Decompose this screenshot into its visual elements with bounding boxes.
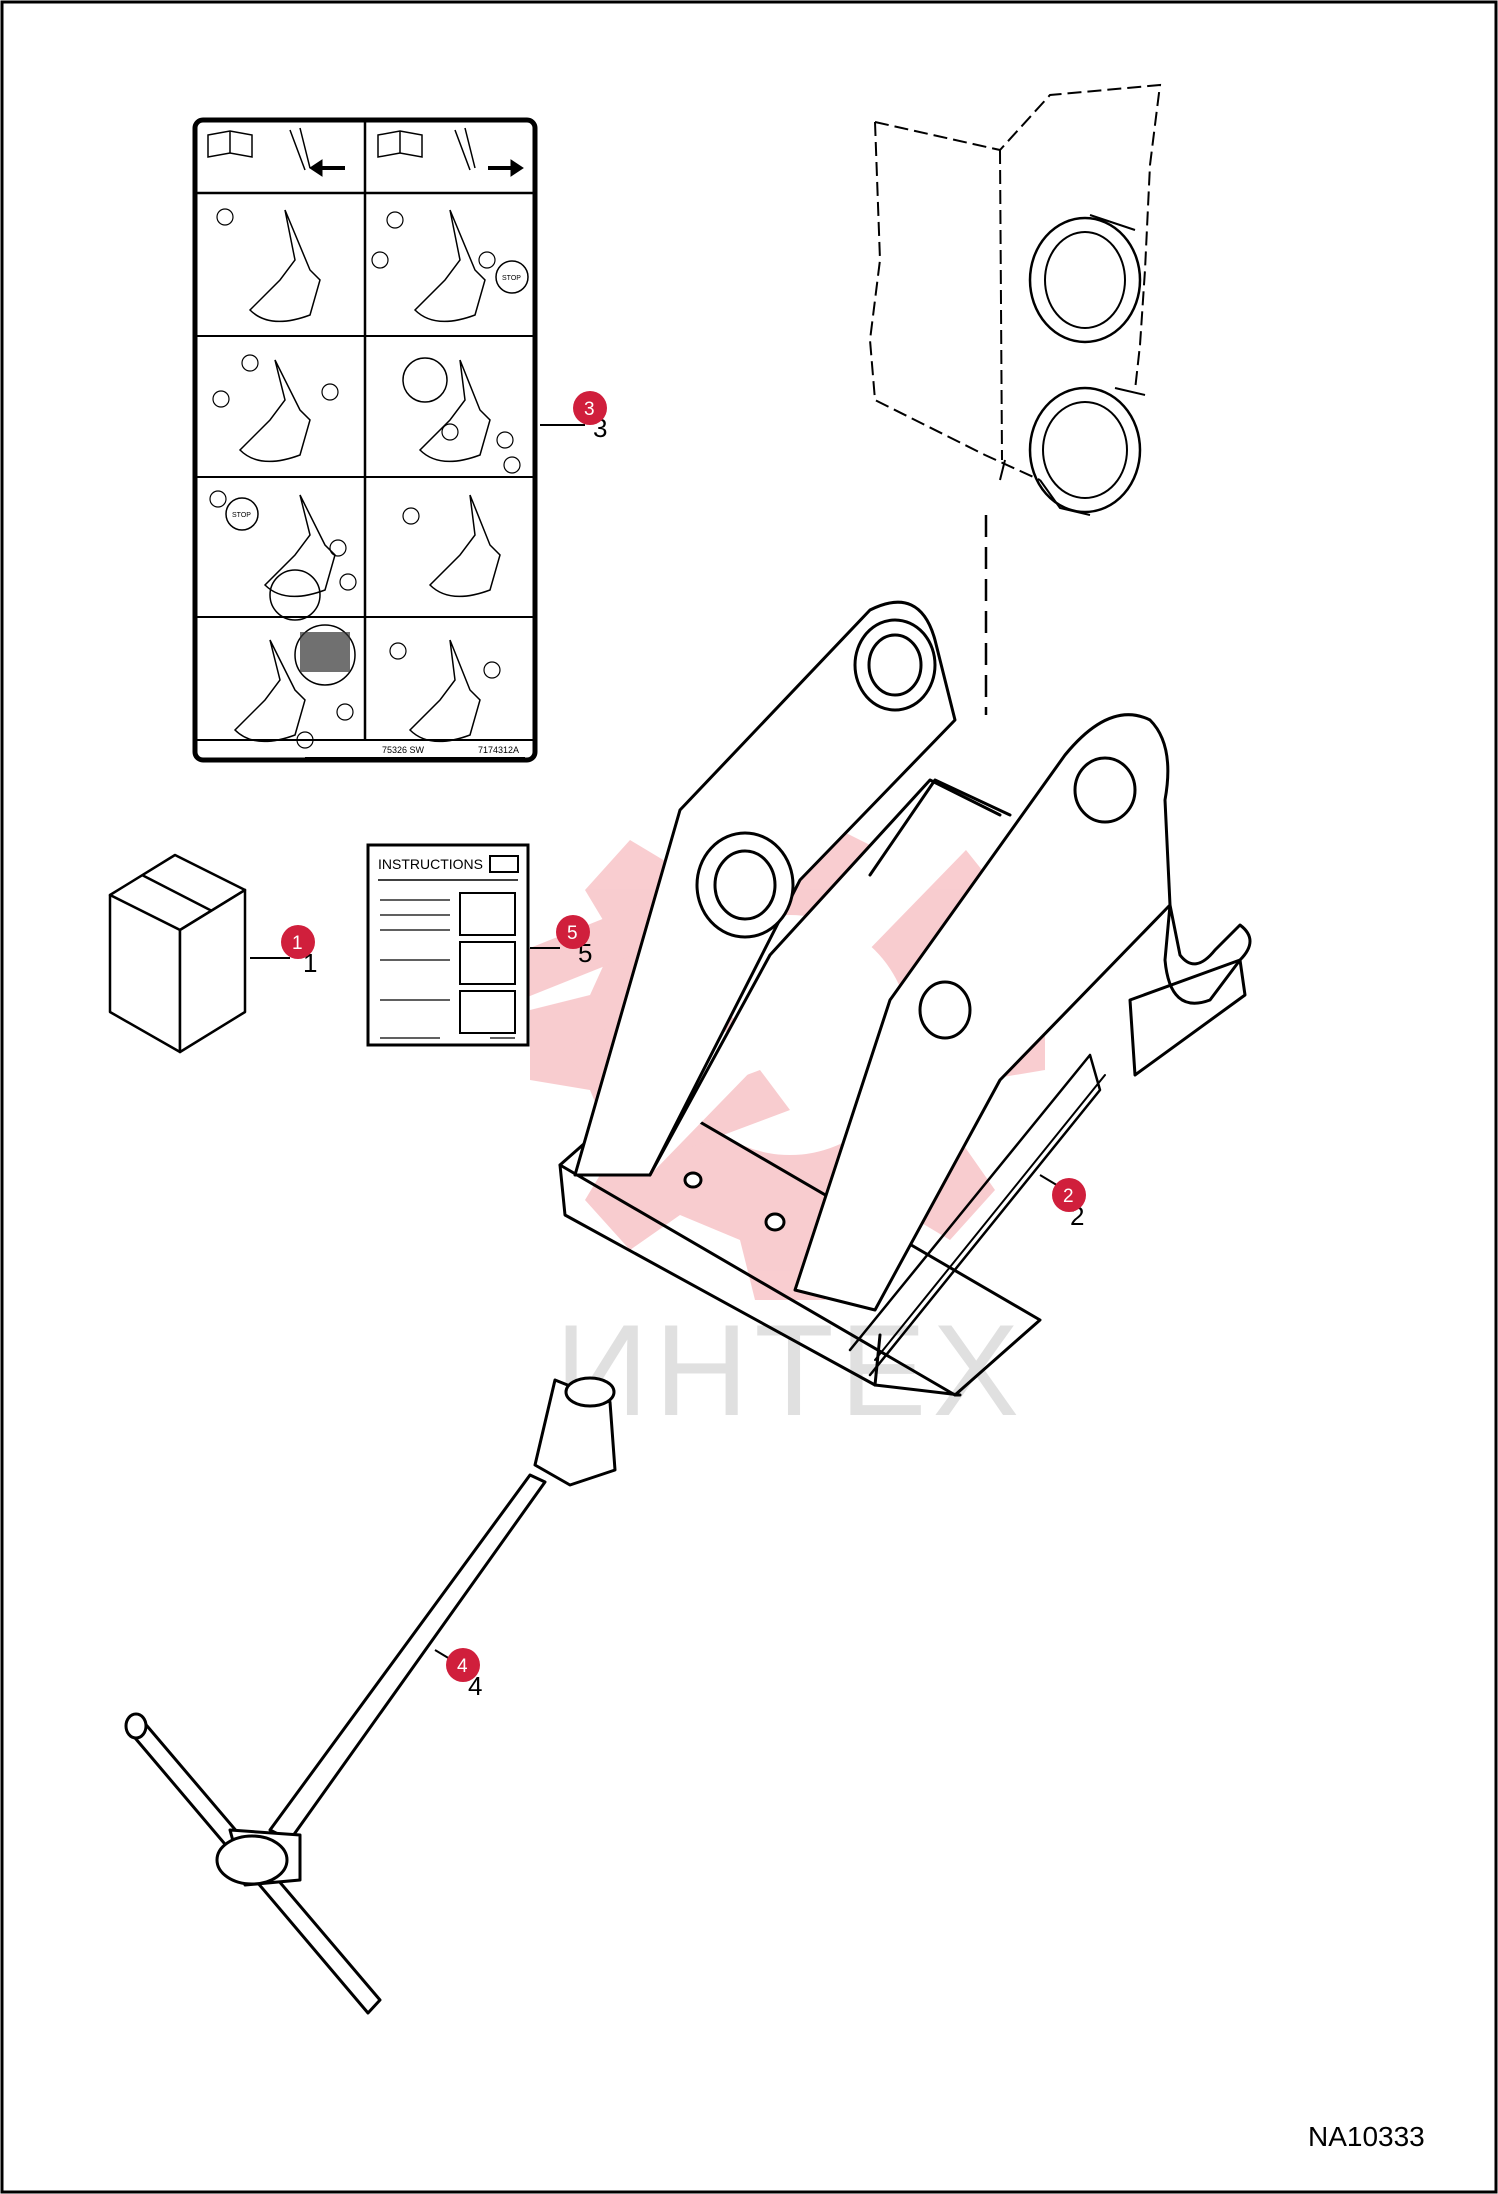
callout-3[interactable]: 3 3 xyxy=(573,391,607,443)
decal-code-left: 75326 SW xyxy=(382,745,425,755)
book-icon-2 xyxy=(377,130,423,158)
excavator-arm-outline xyxy=(868,83,1162,715)
kit-box xyxy=(108,853,247,1054)
decal-step-markers xyxy=(209,208,521,749)
reference-code: NA10333 xyxy=(1308,2121,1425,2152)
callout-4-number: 4 xyxy=(457,1656,468,1677)
decal-stop-label-2: STOP xyxy=(232,512,251,519)
book-icon xyxy=(207,130,253,158)
callout-1-number: 1 xyxy=(292,933,303,954)
callout-2[interactable]: 2 2 xyxy=(1052,1178,1086,1231)
callout-2-number: 2 xyxy=(1063,1186,1074,1207)
decal-code-right: 7174312A xyxy=(478,745,519,755)
callout-1[interactable]: 1 1 xyxy=(281,925,317,978)
instruction-manual xyxy=(366,843,530,1047)
callout-5[interactable]: 5 5 xyxy=(556,915,592,968)
decal-illustration xyxy=(192,117,538,763)
callout-4[interactable]: 4 4 xyxy=(446,1648,482,1701)
manual-title: INSTRUCTIONS xyxy=(378,856,483,872)
quick-coupler xyxy=(558,600,1252,1397)
callout-5-number: 5 xyxy=(567,923,578,944)
watermark-text: ИНТЕХ xyxy=(555,1297,1025,1443)
callout-3-number: 3 xyxy=(584,399,595,420)
t-handle-wrench xyxy=(124,1376,617,2015)
decal-stop-label: STOP xyxy=(502,275,521,282)
